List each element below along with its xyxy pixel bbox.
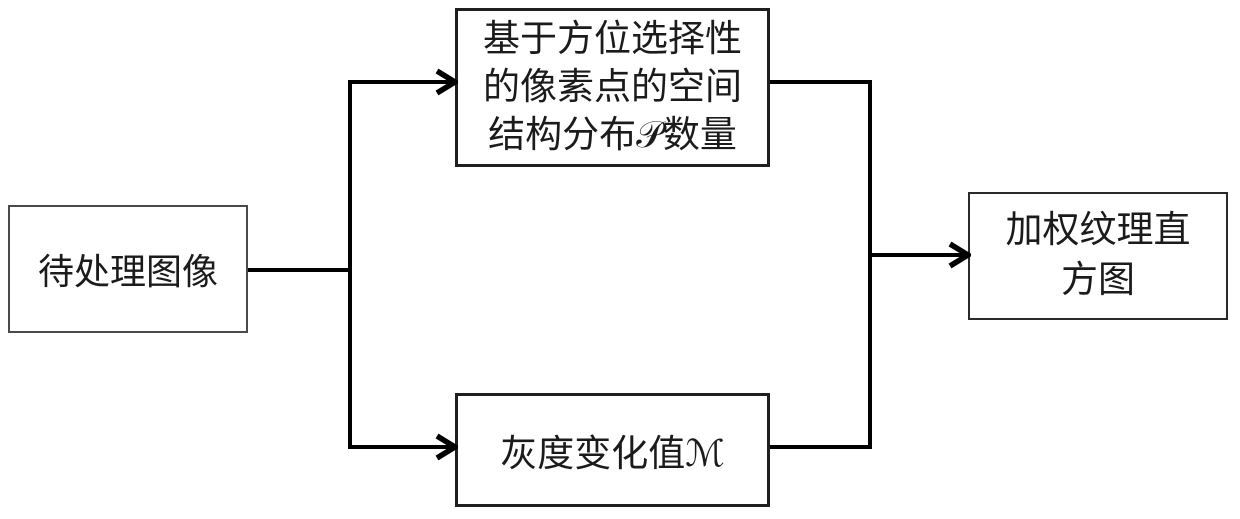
connector-to-gray-node <box>348 445 450 449</box>
connector-spatial-node-exit <box>770 80 872 84</box>
node-spatial-structure-line2: 的像素点的空间 <box>483 66 742 108</box>
node-spatial-structure: 基于方位选择性 的像素点的空间 结构分布𝒫数量 <box>455 8 770 167</box>
node-weighted-histogram-label: 加权纹理直 方图 <box>1006 206 1191 306</box>
node-input-image-label: 待处理图像 <box>37 252 218 292</box>
node-gray-change-label: 灰度变化值ℳ <box>500 434 725 475</box>
node-spatial-structure-label: 基于方位选择性 的像素点的空间 结构分布𝒫数量 <box>483 16 742 160</box>
node-weighted-histogram-line2: 方图 <box>1061 260 1135 301</box>
node-weighted-histogram-line1: 加权纹理直 <box>1005 210 1191 251</box>
connector-right-merge-vertical <box>868 80 872 449</box>
connector-to-output-node <box>868 253 963 257</box>
connector-left-branch-vertical <box>348 80 352 449</box>
node-input-image: 待处理图像 <box>8 205 248 333</box>
connector-to-spatial-node <box>348 80 450 84</box>
arrowhead-into-gray-node-icon <box>435 433 458 461</box>
connector-gray-node-exit <box>770 445 872 449</box>
connector-input-to-junction <box>248 268 352 272</box>
node-gray-change: 灰度变化值ℳ <box>455 393 770 507</box>
arrowhead-into-output-node-icon <box>948 241 971 269</box>
node-spatial-structure-line3: 结构分布𝒫数量 <box>488 114 737 156</box>
arrowhead-into-spatial-node-icon <box>435 68 458 96</box>
node-weighted-histogram: 加权纹理直 方图 <box>968 192 1228 320</box>
node-spatial-structure-line1: 基于方位选择性 <box>483 18 742 60</box>
